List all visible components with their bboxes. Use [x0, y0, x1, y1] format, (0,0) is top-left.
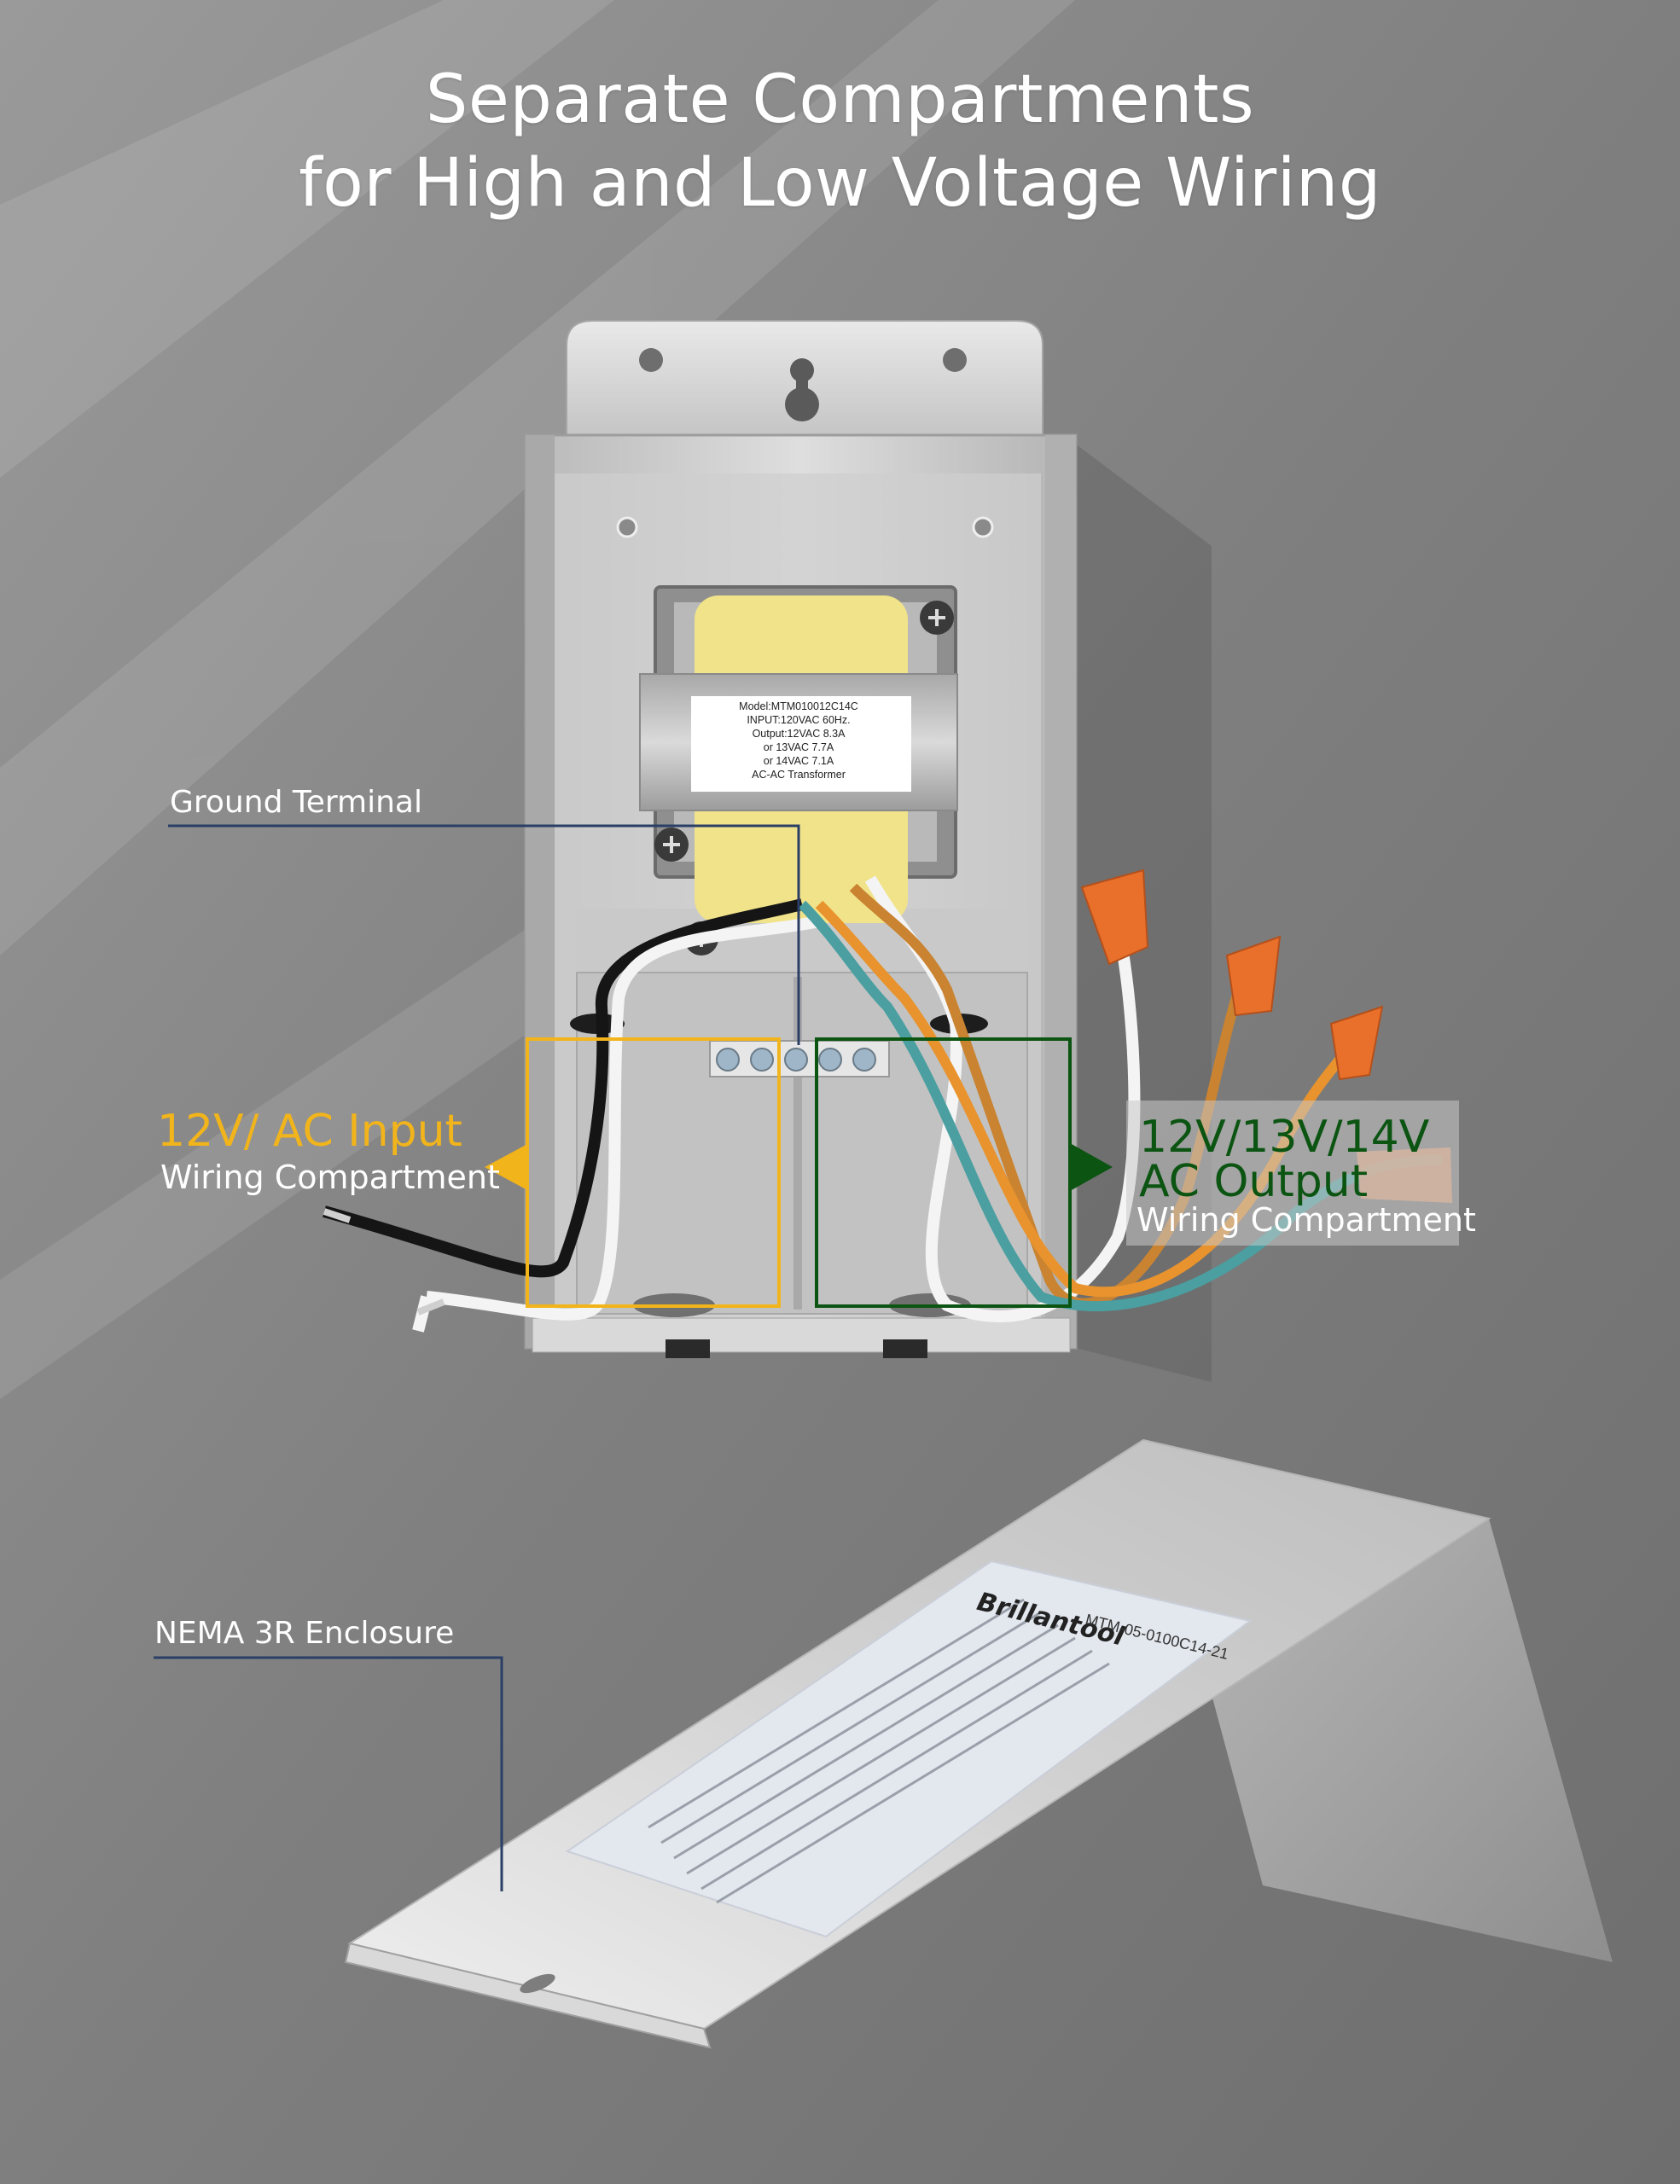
transformer-label-line: AC-AC Transformer — [752, 769, 846, 781]
transformer-rating-label: Model:MTM010012C14C INPUT:120VAC 60Hz. O… — [689, 700, 908, 793]
enclosure-label: NEMA 3R Enclosure — [154, 1616, 455, 1651]
transformer-label-line: INPUT:120VAC 60Hz. — [747, 714, 851, 726]
output-compartment-title-2: AC Output — [1139, 1156, 1369, 1207]
output-compartment-subtitle: Wiring Compartment — [1136, 1201, 1476, 1239]
transformer-label-line: or 13VAC 7.7A — [763, 741, 834, 753]
transformer-label-line: Output:12VAC 8.3A — [752, 728, 846, 740]
headline-line-1: Separate Compartments — [425, 61, 1255, 138]
transformer-label-line: or 14VAC 7.1A — [763, 755, 834, 767]
transformer-label-line: Model:MTM010012C14C — [739, 700, 858, 712]
headline-line-2: for High and Low Voltage Wiring — [299, 145, 1381, 222]
ground-terminal-label: Ground Terminal — [170, 785, 422, 820]
input-compartment-subtitle: Wiring Compartment — [160, 1159, 500, 1196]
output-compartment-title-1: 12V/13V/14V — [1139, 1112, 1430, 1163]
output-label-backdrop — [1126, 1101, 1459, 1246]
input-compartment-title: 12V/ AC Input — [157, 1106, 462, 1157]
